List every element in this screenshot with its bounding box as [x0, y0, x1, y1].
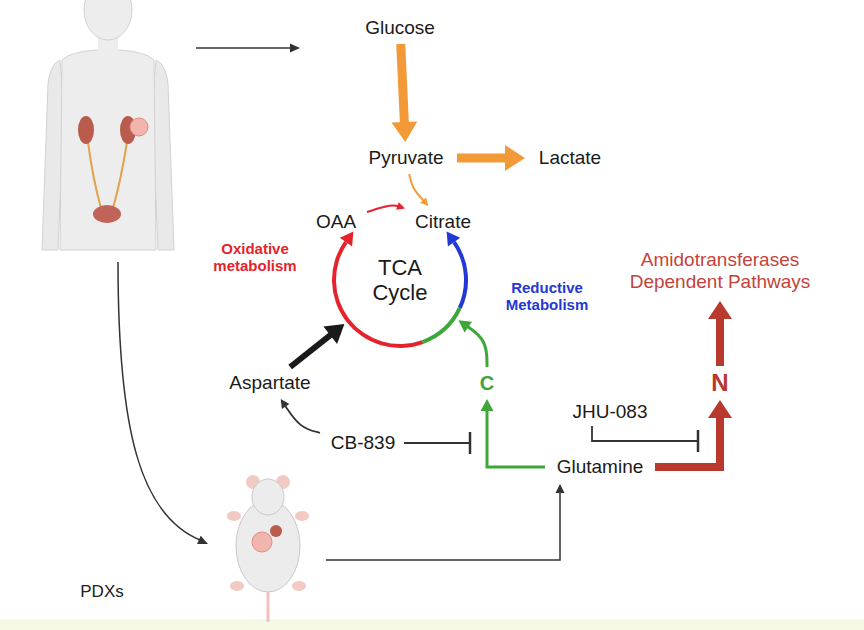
mouse-head	[252, 479, 284, 515]
node-text: C	[480, 372, 494, 395]
connector-line	[655, 413, 720, 467]
cycle-arc	[422, 307, 462, 344]
flow-arrow	[391, 44, 417, 142]
mouse-paw	[292, 581, 306, 591]
kidney-tumor	[130, 118, 148, 136]
connector-line	[457, 154, 511, 163]
drug-label: CB-839	[323, 430, 403, 456]
pathway-label: Amidotransferases Dependent Pathways	[610, 244, 830, 298]
arrow-head	[708, 301, 732, 319]
metabolite-label: Glutamine	[548, 454, 652, 480]
flow-arrow	[409, 174, 428, 206]
ureter	[113, 142, 127, 208]
node-text: Lactate	[539, 147, 601, 169]
connector-line	[290, 332, 334, 367]
flow-arrow	[290, 324, 344, 367]
connector-line	[487, 407, 545, 467]
connector-line	[367, 205, 400, 212]
mouse-paw	[295, 511, 309, 521]
pathway-annotation: Reductive Metabolism	[492, 279, 602, 314]
node-text: N	[711, 369, 728, 397]
inhibition-bar	[469, 432, 472, 454]
node-text: Citrate	[415, 211, 471, 233]
flow-line	[118, 262, 200, 540]
flow-arrow	[655, 400, 732, 467]
bottom-band	[0, 619, 864, 630]
human-head	[84, 0, 132, 40]
connector-line	[409, 174, 424, 202]
node-text: CB-839	[331, 432, 395, 454]
inhibition-bar	[697, 430, 700, 452]
inhibition-line	[592, 426, 698, 441]
xenograft-tumor	[252, 532, 272, 552]
node-text: JHU-083	[573, 401, 648, 423]
node-text: Amidotransferases Dependent Pathways	[620, 249, 820, 293]
connector-line	[284, 404, 320, 433]
flow-arrow	[281, 399, 320, 433]
arrow-head	[290, 44, 300, 53]
arrow-head	[323, 324, 344, 344]
arrow-head	[481, 399, 494, 411]
metabolite-label: Aspartate	[220, 370, 320, 396]
arrow-head	[391, 121, 417, 142]
mouse-figure	[227, 475, 309, 622]
arrow-head	[420, 197, 428, 206]
inhibition-line	[404, 442, 470, 444]
carbon-label: C	[476, 370, 498, 396]
flow-line	[196, 47, 292, 49]
node-text: OAA	[316, 211, 356, 233]
connector-line	[401, 44, 405, 128]
mouse-paw	[230, 581, 244, 591]
drug-label: JHU-083	[565, 399, 655, 425]
arrow-head	[281, 399, 290, 409]
human-figure	[42, 0, 174, 250]
node-text: Glutamine	[557, 456, 644, 478]
metabolite-label: Glucose	[355, 15, 445, 41]
connector-line	[716, 314, 724, 366]
tca-cycle: TCA Cycle	[332, 212, 468, 348]
cycle-arc	[452, 241, 468, 309]
flow-arrow	[481, 399, 546, 467]
arrow-head	[197, 536, 208, 544]
flow-arrow	[708, 301, 732, 366]
node-text: Aspartate	[229, 372, 310, 394]
metabolite-label: Lactate	[528, 145, 612, 171]
cycle-arcs	[332, 232, 468, 348]
arrow-head	[708, 400, 732, 418]
arrow-head	[556, 484, 565, 493]
kidney	[78, 116, 94, 144]
flow-line	[326, 492, 560, 560]
mouse-tail	[267, 590, 270, 622]
arrow-head	[396, 202, 405, 210]
model-label: PDXs	[62, 582, 142, 602]
cycle-arrow-head	[447, 232, 461, 247]
arrow-head	[458, 320, 472, 332]
node-text: TCA Cycle	[365, 255, 435, 306]
nitrogen-label: N	[707, 369, 733, 397]
arrow-head	[505, 145, 525, 171]
node-text: Glucose	[365, 17, 435, 39]
flow-arrow	[457, 145, 525, 171]
ureter	[88, 142, 101, 208]
metabolite-label: Citrate	[408, 209, 478, 235]
connector-line	[465, 325, 487, 367]
node-text: Pyruvate	[369, 147, 444, 169]
flow-arrow	[367, 202, 405, 212]
bladder	[93, 205, 121, 223]
cycle-arrow-head	[340, 232, 354, 247]
pathway-annotation: Oxidative metabolism	[200, 240, 310, 275]
mouse-kidney	[270, 525, 282, 537]
human-torso	[60, 50, 156, 250]
mouse-paw	[227, 511, 241, 521]
metabolite-label: Pyruvate	[358, 145, 454, 171]
flow-arrow	[458, 320, 487, 367]
metabolite-label: OAA	[308, 209, 364, 235]
